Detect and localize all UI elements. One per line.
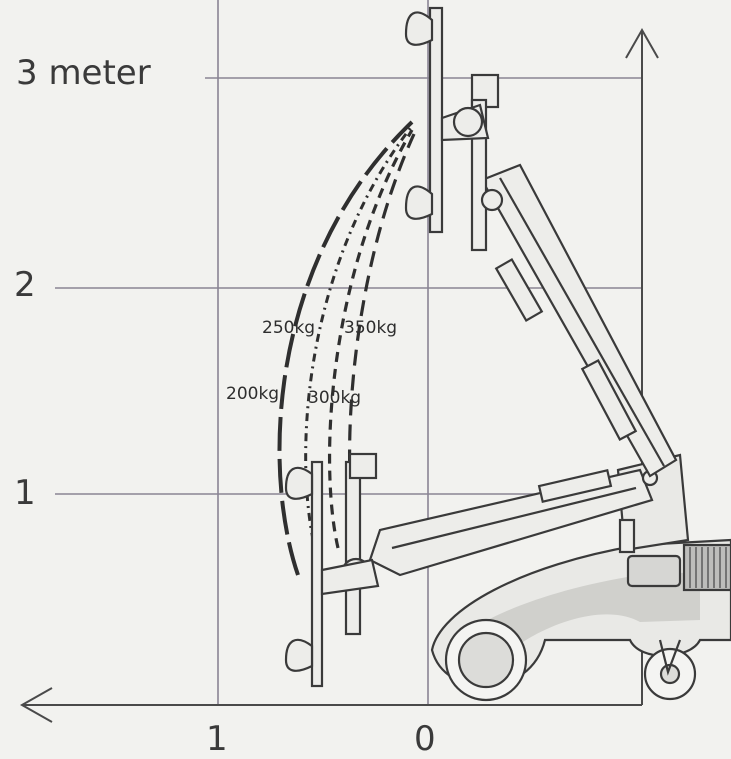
- load-label-200kg: 200kg: [226, 384, 280, 404]
- rear-wheel-fork: [658, 639, 682, 676]
- load-curves: [277, 120, 416, 576]
- x-axis-arrow: [19, 687, 53, 723]
- suction-cup-lower-top: [284, 466, 314, 500]
- y-label-3m: 3 meter: [16, 53, 151, 93]
- lifter-machine: [430, 453, 731, 702]
- grille-slats: [689, 547, 727, 588]
- load-curve-300kg: [327, 129, 414, 549]
- y-axis-arrow: [625, 27, 659, 59]
- y-label-1m: 1: [14, 473, 36, 513]
- lower-gripper-frame: [310, 460, 324, 688]
- suction-cup-upper-bottom: [404, 185, 434, 220]
- suction-cup-lower-bottom: [284, 638, 314, 672]
- upper-gripper: [404, 6, 504, 252]
- load-label-250kg: 250kg: [262, 318, 316, 338]
- front-wheel-hub: [457, 631, 515, 689]
- x-label-1: 1: [206, 719, 228, 759]
- load-label-300kg: 300kg: [308, 388, 362, 408]
- upper-boom: [480, 163, 678, 478]
- y-label-2m: 2: [14, 265, 36, 305]
- lower-gripper: [284, 452, 380, 688]
- x-label-0: 0: [414, 719, 436, 759]
- lower-boom: [368, 468, 659, 577]
- load-label-350kg: 350kg: [344, 318, 398, 338]
- load-curve-350kg: [348, 133, 416, 541]
- load-curve-200kg: [277, 120, 414, 576]
- side-panel: [626, 554, 682, 588]
- load-curve-250kg: [304, 125, 414, 561]
- suction-cup-upper-top: [404, 11, 434, 46]
